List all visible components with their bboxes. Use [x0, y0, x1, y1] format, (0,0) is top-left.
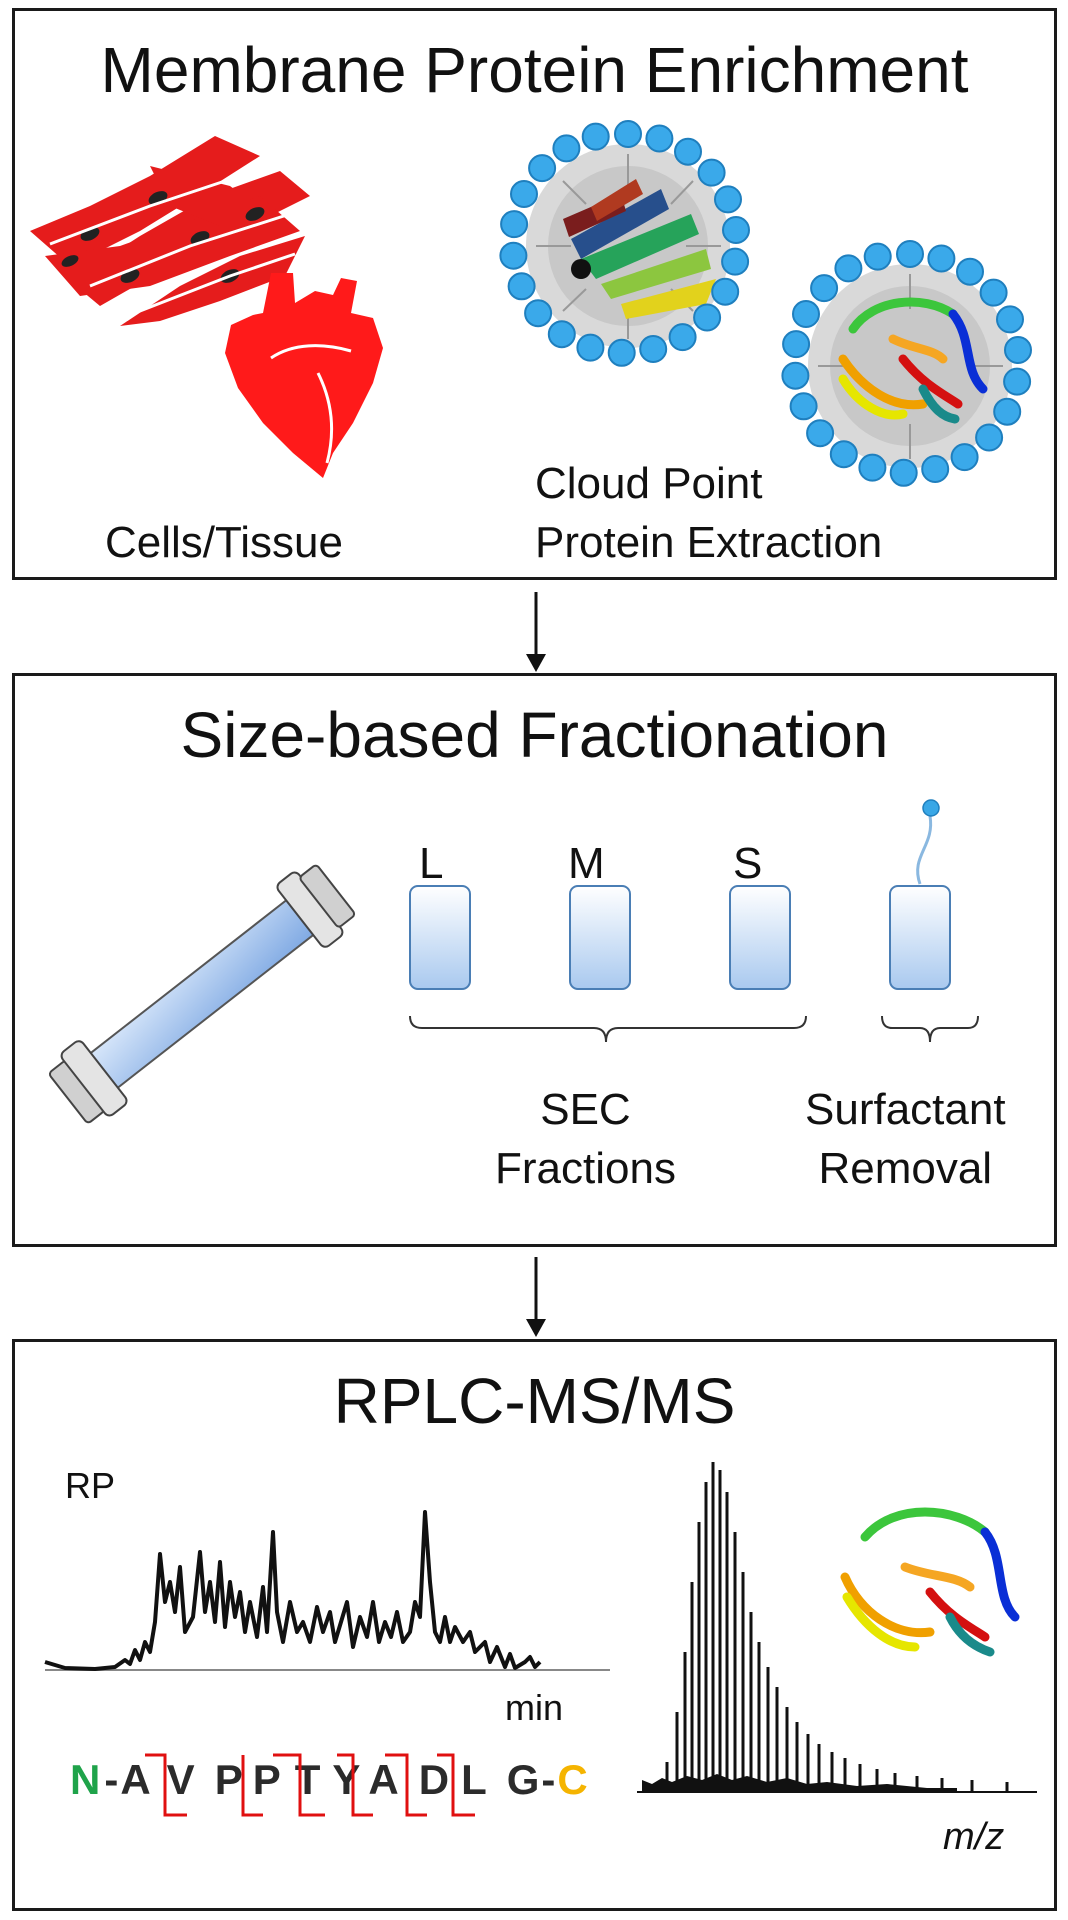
surfactant-removal-label: Surfactant Removal — [805, 1080, 1006, 1199]
surfactant-bracket — [881, 1015, 979, 1043]
surfactant-head — [922, 799, 940, 817]
mz-axis-label: m/z — [943, 1816, 1005, 1858]
membrane-protein-enrichment-panel: Membrane Protein Enrichment — [12, 8, 1057, 580]
rp-chromatogram — [44, 1510, 610, 1671]
enrichment-title: Membrane Protein Enrichment — [100, 34, 969, 106]
sec-bracket — [409, 1015, 807, 1043]
micelle-alpha-helical — [781, 240, 1032, 487]
seq-residue: L — [461, 1756, 489, 1803]
sec-column-icon — [48, 864, 356, 1124]
sec-line1: SEC — [540, 1085, 631, 1134]
vial-s — [729, 885, 791, 990]
size-based-fractionation-panel: Size-based Fractionation L M S — [12, 673, 1057, 1247]
heart-icon — [225, 273, 383, 478]
fragment-ion-markers — [145, 1753, 475, 1817]
seq-residue: Y — [332, 1756, 363, 1803]
sec-line2: Fractions — [495, 1144, 676, 1194]
seq-c-terminus: C — [557, 1756, 590, 1803]
surfactant-tail — [916, 815, 933, 885]
sec-fractions-label: SEC Fractions — [495, 1080, 676, 1199]
fraction-label-l: L — [419, 839, 444, 888]
cells-illustration — [30, 136, 310, 326]
seq-residue: V — [166, 1756, 197, 1803]
down-arrow-2 — [526, 1257, 546, 1337]
cloud-point-label: Cloud Point Protein Extraction — [535, 454, 882, 573]
seq-residue: A — [368, 1756, 401, 1803]
cloud-point-line1: Cloud Point — [535, 459, 763, 508]
fraction-label-m: M — [568, 839, 605, 888]
cloud-point-line2: Protein Extraction — [535, 518, 883, 568]
vial-l — [409, 885, 471, 990]
rplc-title: RPLC-MS/MS — [333, 1365, 736, 1437]
down-arrow-1 — [526, 592, 546, 672]
surfactant-line1: Surfactant — [805, 1085, 1006, 1134]
seq-residue: D — [418, 1756, 452, 1803]
seq-n-terminus: N — [70, 1756, 103, 1803]
protein-structure-icon — [840, 1507, 1020, 1657]
vial-surfactant — [889, 885, 951, 990]
seq-residue: P — [252, 1756, 283, 1803]
seq-residue: P — [214, 1756, 245, 1803]
seq-residue: -A — [104, 1756, 153, 1803]
rp-label: RP — [65, 1465, 116, 1506]
cells-tissue-label: Cells/Tissue — [105, 518, 343, 567]
surfactant-line2: Removal — [818, 1144, 993, 1194]
micelle-beta-barrel — [499, 120, 750, 367]
fraction-label-s: S — [733, 839, 763, 888]
fraction-vials — [409, 799, 951, 990]
mass-spectrum — [637, 1462, 1037, 1793]
fractionation-title: Size-based Fractionation — [180, 699, 889, 771]
min-axis-label: min — [505, 1687, 564, 1728]
vial-m — [569, 885, 631, 990]
seq-residue: G- — [506, 1756, 558, 1803]
